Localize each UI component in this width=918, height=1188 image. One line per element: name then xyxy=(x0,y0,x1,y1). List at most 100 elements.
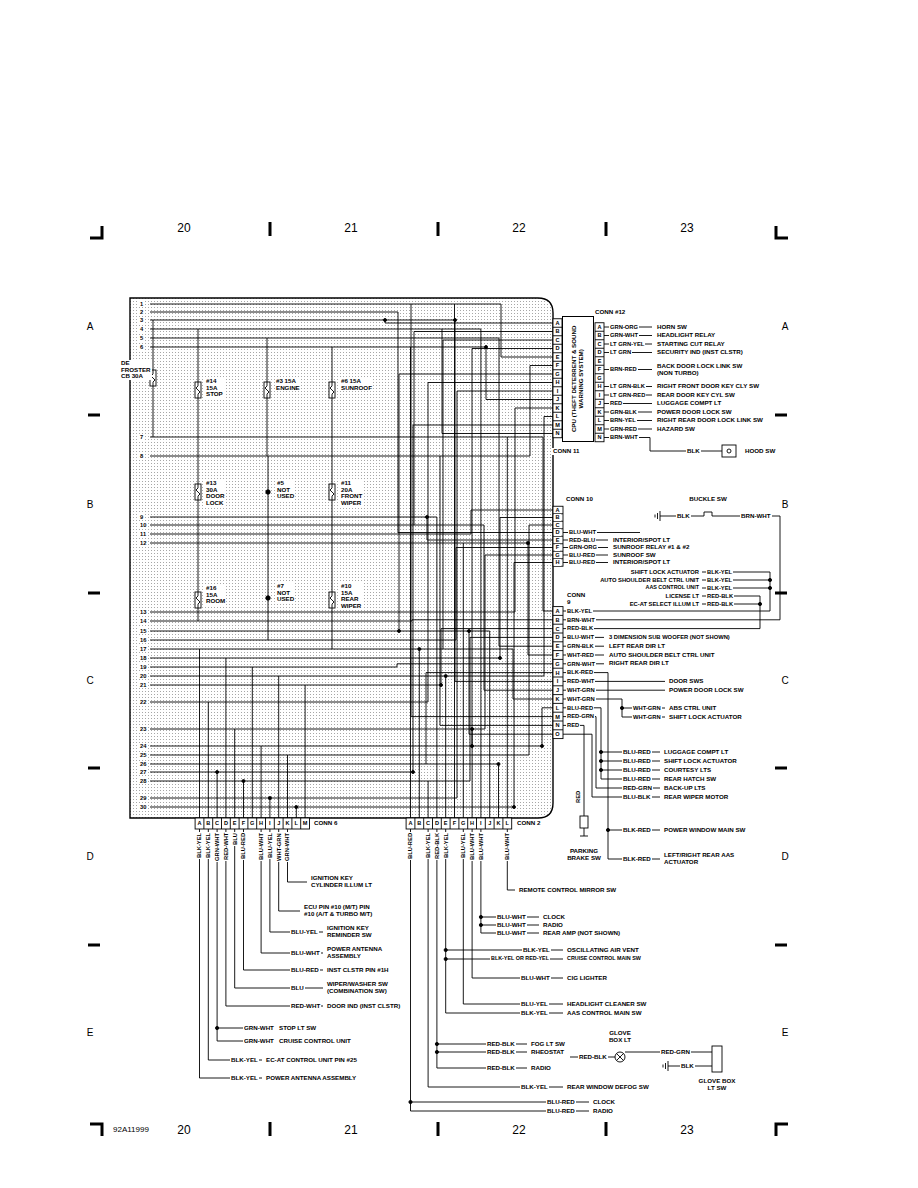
junction-dot xyxy=(242,780,245,783)
hood-switch-symbol xyxy=(727,449,731,453)
diagram-label: CRUISE CONTROL MAIN SW xyxy=(566,956,642,962)
fuse-symbol xyxy=(330,484,334,500)
wire xyxy=(150,304,501,305)
diagram-label: BLU-RED xyxy=(546,1099,576,1106)
diagram-label: AUTO SHOULDER BELT CTRL UNIT xyxy=(599,577,700,583)
diagram-label: GRN-ORG xyxy=(568,544,598,550)
wire xyxy=(150,764,499,765)
wire xyxy=(481,829,539,933)
wire xyxy=(445,676,446,818)
wire xyxy=(563,516,780,620)
diagram-label: G xyxy=(554,661,560,667)
connector-box xyxy=(553,703,563,704)
corner-mark xyxy=(90,226,102,238)
diagram-label: ABS CTRL UNIT xyxy=(668,705,717,712)
diagram-label: REAR AMP (NOT SHOWN) xyxy=(542,930,621,937)
connector-box xyxy=(423,818,424,829)
diagram-label: BLU-YEL xyxy=(460,832,466,859)
junction-dot xyxy=(384,319,387,322)
diagram-label: BLU-RED xyxy=(622,767,652,774)
diagram-label: RED-BLK xyxy=(486,1065,516,1072)
diagram-label: 9 xyxy=(139,514,144,520)
wire xyxy=(498,764,499,818)
cpu-box: CPU (THEFT DETERRENT & SOUND WARNING SYS… xyxy=(562,316,594,442)
fuse-symbol xyxy=(264,382,270,398)
diagram-label: RIGHT REAR DOOR LOCK LINK SW xyxy=(656,417,764,424)
diagram-label: 3 xyxy=(139,317,144,323)
diagram-label: K xyxy=(596,409,602,415)
wire xyxy=(399,374,553,631)
diagram-label: RED-BLK xyxy=(486,1041,516,1048)
diagram-label: D xyxy=(223,820,229,826)
wire xyxy=(470,637,553,781)
diagram-label: WHT-GRN xyxy=(632,714,662,720)
wire xyxy=(150,621,412,622)
wire xyxy=(252,667,253,818)
wire xyxy=(150,649,513,650)
wire xyxy=(278,676,279,818)
diagram-label: B xyxy=(596,332,602,338)
diagram-label: 27 xyxy=(139,769,147,775)
wire xyxy=(563,673,660,859)
diagram-label: C xyxy=(554,522,560,528)
diagram-label: BLK-YEL xyxy=(706,569,733,575)
diagram-label: BLU-WHT xyxy=(520,975,551,982)
connector-box xyxy=(553,650,563,651)
lamp-symbol xyxy=(617,1054,624,1061)
junction-dot xyxy=(409,1100,412,1103)
grid-tick xyxy=(88,415,787,945)
junction-dot xyxy=(268,797,271,800)
connector-box xyxy=(553,607,563,739)
fuse-symbol xyxy=(330,592,334,608)
diagram-label: WHT-GRN xyxy=(566,696,596,702)
wire xyxy=(150,746,542,747)
diagram-label: GRN-WHT xyxy=(284,832,290,862)
diagram-label: BLU-BLK xyxy=(622,794,652,801)
diagram-label: O xyxy=(554,731,560,737)
diagram-label: CRUISE CONTROL UNIT xyxy=(278,1038,352,1045)
wire xyxy=(501,304,553,357)
junction-dot xyxy=(418,648,421,651)
diagram-label: RED-BLK xyxy=(706,593,734,599)
junction-dot xyxy=(435,1042,438,1045)
diagram-label: GRN-WHT xyxy=(609,332,639,338)
diagram-label: DE FROSTER CB 30A xyxy=(120,360,152,380)
wire xyxy=(440,456,553,725)
wire xyxy=(244,829,324,970)
diagram-label: E xyxy=(443,820,449,826)
diagram-label: A xyxy=(781,322,790,333)
diagram-label: REMOTE CONTROL MIRROR SW xyxy=(518,887,617,894)
connector-box xyxy=(256,818,257,829)
diagram-label: BLU-RED xyxy=(566,705,594,711)
diagram-label: DOOR IND (INST CLSTR) xyxy=(326,1003,401,1010)
diagram-label: 20 xyxy=(139,673,147,679)
wire xyxy=(457,391,553,798)
diagram-label: BLU-WHT xyxy=(478,832,484,861)
diagram-label: GRN-WHT xyxy=(566,661,596,667)
junction-dot xyxy=(435,1050,438,1053)
junction-dot xyxy=(606,828,609,831)
diagram-label: F xyxy=(555,544,560,550)
junction-dot xyxy=(468,630,471,633)
diagram-label: POWER ANTENNA ASSEMBLY xyxy=(265,1075,357,1082)
diagram-label: #11 20A FRONT WIPER xyxy=(340,480,363,507)
diagram-label: A xyxy=(196,820,202,826)
junction-dot xyxy=(444,957,447,960)
diagram-label: LUGGAGE COMPT LT xyxy=(656,400,722,407)
junction-dot xyxy=(479,923,482,926)
ground-symbol xyxy=(665,1063,666,1069)
diagram-label: SHIFT LOCK ACTUATOR xyxy=(663,758,738,765)
diagram-label: REAR WINDOW DEFOG SW xyxy=(566,1084,650,1091)
diagram-label: IGNITION KEY CYLINDER ILLUM LT xyxy=(310,875,386,888)
wire xyxy=(412,620,553,621)
diagram-label: RIGHT FRONT DOOR KEY CLY SW xyxy=(656,383,760,390)
corner-mark xyxy=(776,226,788,238)
diagram-label: 21 xyxy=(139,682,147,688)
diagram-label: BLU-WHT xyxy=(496,914,527,921)
diagram-label: 14 xyxy=(139,618,147,624)
diagram-label: BLK xyxy=(676,513,691,520)
diagram-label: SHIFT LOCK ACTUATOR xyxy=(630,569,700,575)
wire xyxy=(150,631,490,632)
junction-dot xyxy=(444,675,447,678)
